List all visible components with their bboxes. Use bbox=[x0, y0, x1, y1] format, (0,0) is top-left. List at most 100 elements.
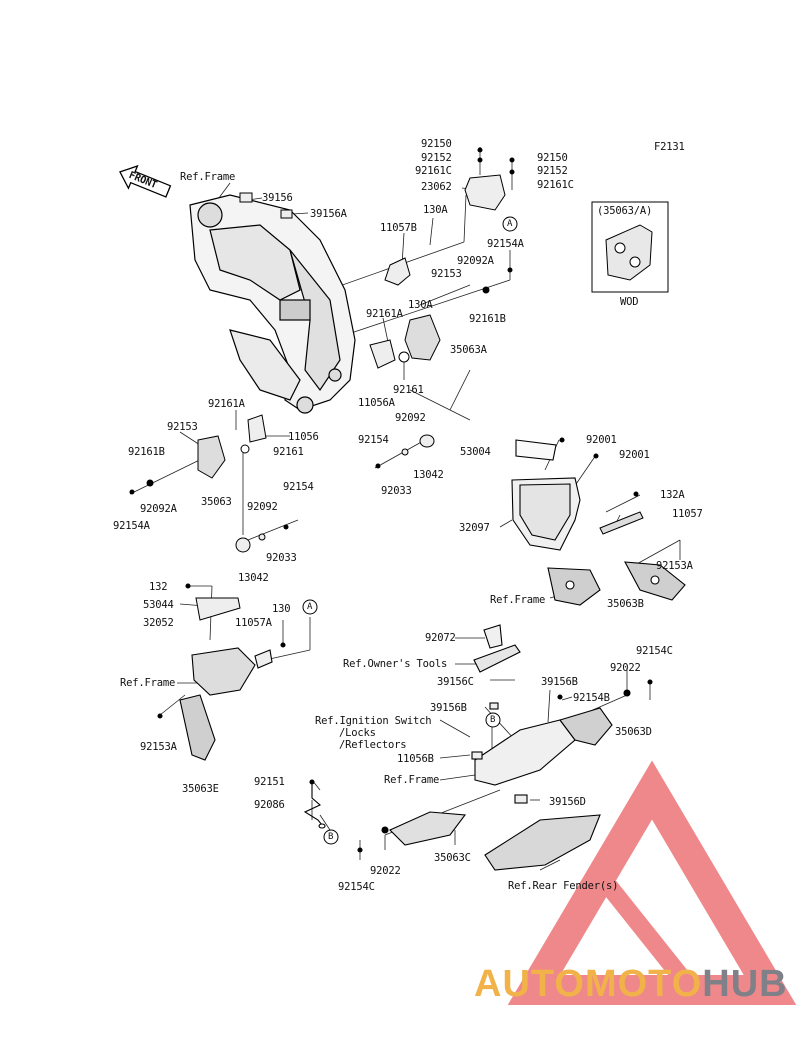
cap-39156 bbox=[239, 192, 293, 219]
part-92161-b: 92161 bbox=[273, 446, 304, 458]
variant-box bbox=[591, 201, 669, 293]
watermark-part1: AUTOMOTO bbox=[474, 963, 703, 1005]
wire-92086 bbox=[303, 779, 326, 829]
part-11057: 11057 bbox=[672, 508, 703, 520]
part-92092a-a: 92092A bbox=[457, 255, 494, 267]
ref-ignition-3: /Reflectors bbox=[339, 739, 407, 751]
part-92153a-b: 92153A bbox=[140, 741, 177, 753]
front-arrow-icon bbox=[119, 164, 172, 198]
bracket-35063e bbox=[157, 583, 286, 761]
callout-b-left-icon bbox=[323, 829, 339, 845]
part-92161b-a: 92161B bbox=[469, 313, 506, 325]
part-11057a: 11057A bbox=[235, 617, 272, 629]
part-35063: 35063 bbox=[201, 496, 232, 508]
part-92161c-a: 92161C bbox=[415, 165, 452, 177]
part-23062: 23062 bbox=[421, 181, 452, 193]
part-132a: 132A bbox=[660, 489, 685, 501]
part-92154c-a: 92154C bbox=[636, 645, 673, 657]
part-13042-a: 13042 bbox=[413, 469, 444, 481]
part-92161-a: 92161 bbox=[393, 384, 424, 396]
part-13042-b: 13042 bbox=[238, 572, 269, 584]
part-92161a-a: 92161A bbox=[366, 308, 403, 320]
part-39156b-b: 39156B bbox=[430, 702, 467, 714]
bracket-35063b bbox=[547, 561, 686, 606]
main-frame bbox=[189, 194, 356, 414]
callout-a-top-icon bbox=[502, 216, 518, 232]
ref-rear-fender: Ref.Rear Fender(s) bbox=[508, 880, 619, 892]
part-92150-a: 92150 bbox=[421, 138, 452, 150]
part-92153-b: 92153 bbox=[167, 421, 198, 433]
part-35063d: 35063D bbox=[615, 726, 652, 738]
part-39156d: 39156D bbox=[549, 796, 586, 808]
part-92092a-b: 92092A bbox=[140, 503, 177, 515]
part-92153-a: 92153 bbox=[431, 268, 462, 280]
part-11056: 11056 bbox=[288, 431, 319, 443]
part-92152-a: 92152 bbox=[421, 152, 452, 164]
part-11056a: 11056A bbox=[358, 397, 395, 409]
callout-a-left: A bbox=[307, 602, 313, 612]
ref-ignition-1: Ref.Ignition Switch bbox=[315, 715, 432, 727]
collar-13042-right bbox=[375, 434, 435, 469]
part-92152-b: 92152 bbox=[537, 165, 568, 177]
part-92072: 92072 bbox=[425, 632, 456, 644]
bracket-35063a bbox=[369, 267, 513, 369]
callout-b-right-icon bbox=[485, 712, 501, 728]
part-92154a-a: 92154A bbox=[487, 238, 524, 250]
strip-11057 bbox=[599, 491, 644, 535]
part-92092-a: 92092 bbox=[395, 412, 426, 424]
part-92154-b: 92154 bbox=[283, 481, 314, 493]
ref-owners-tools: Ref.Owner's Tools bbox=[343, 658, 448, 670]
rear-subframe bbox=[357, 624, 653, 871]
figure-code: F2131 bbox=[654, 141, 685, 153]
part-39156c: 39156C bbox=[437, 676, 474, 688]
collar-13042-left bbox=[235, 524, 289, 553]
callout-b-right: B bbox=[490, 715, 496, 725]
part-92092-b: 92092 bbox=[247, 501, 278, 513]
ref-ignition-2: /Locks bbox=[339, 727, 376, 739]
part-32052: 32052 bbox=[143, 617, 174, 629]
part-92022-a: 92022 bbox=[610, 662, 641, 674]
part-53044: 53044 bbox=[143, 599, 174, 611]
part-53004: 53004 bbox=[460, 446, 491, 458]
part-92161c-b: 92161C bbox=[537, 179, 574, 191]
part-92161a-b: 92161A bbox=[208, 398, 245, 410]
part-35063c: 35063C bbox=[434, 852, 471, 864]
tray-32097 bbox=[511, 437, 599, 551]
part-11056b: 11056B bbox=[397, 753, 434, 765]
variant-box-title: (35063/A) bbox=[597, 205, 653, 217]
part-130a-a: 130A bbox=[423, 204, 448, 216]
part-92153a-a: 92153A bbox=[656, 560, 693, 572]
part-92154-a: 92154 bbox=[358, 434, 389, 446]
part-92154a-b: 92154A bbox=[113, 520, 150, 532]
ref-frame-rear: Ref.Frame bbox=[384, 774, 440, 786]
part-92022-b: 92022 bbox=[370, 865, 401, 877]
part-92151: 92151 bbox=[254, 776, 285, 788]
part-92154c-b: 92154C bbox=[338, 881, 375, 893]
part-39156a: 39156A bbox=[310, 208, 347, 220]
callout-a-left-icon bbox=[302, 599, 318, 615]
part-35063a: 35063A bbox=[450, 344, 487, 356]
part-132: 132 bbox=[149, 581, 168, 593]
part-35063b: 35063B bbox=[607, 598, 644, 610]
ref-frame-left: Ref.Frame bbox=[120, 677, 176, 689]
bracket-23062 bbox=[464, 147, 515, 211]
part-92161b-b: 92161B bbox=[128, 446, 165, 458]
part-11057b: 11057B bbox=[380, 222, 417, 234]
part-92154b: 92154B bbox=[573, 692, 610, 704]
part-92150-b: 92150 bbox=[537, 152, 568, 164]
part-92033-a: 92033 bbox=[381, 485, 412, 497]
callout-a-top: A bbox=[507, 219, 513, 229]
bracket-32052 bbox=[195, 597, 241, 621]
callout-b-left: B bbox=[328, 832, 334, 842]
ref-frame-top: Ref.Frame bbox=[180, 171, 236, 183]
variant-box-caption: WOD bbox=[620, 296, 639, 308]
bracket-35063 bbox=[129, 414, 267, 495]
part-130: 130 bbox=[272, 603, 291, 615]
part-32097: 32097 bbox=[459, 522, 490, 534]
watermark-text: AUTOMOTOHUB bbox=[474, 964, 788, 1004]
part-35063e: 35063E bbox=[182, 783, 219, 795]
part-130a-b: 130A bbox=[408, 299, 433, 311]
part-92086: 92086 bbox=[254, 799, 285, 811]
part-92001-a: 92001 bbox=[586, 434, 617, 446]
